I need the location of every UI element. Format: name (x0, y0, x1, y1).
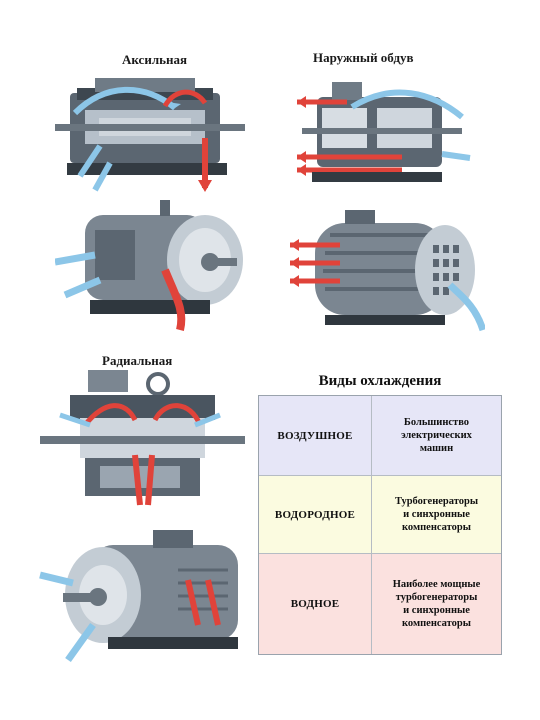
description-line: турбогенераторы (395, 592, 478, 603)
description-line: Большинство (403, 417, 470, 428)
radial-motor-section (40, 370, 245, 506)
cooling-type-name: ВОДНОЕ (259, 554, 372, 654)
radial-cooling-label: Радиальная (102, 353, 173, 368)
external-blowing-motor-exterior (290, 210, 485, 332)
cooling-row-air: ВОЗДУШНОЕ Большинство электрических маши… (259, 396, 501, 476)
axial-motor-section (55, 78, 245, 192)
cooling-type-description: Большинство электрических машин (372, 396, 501, 475)
cooling-row-hydrogen: ВОДОРОДНОЕ Турбогенераторы и синхронные … (259, 476, 501, 554)
description-line: Наиболее мощные (392, 579, 481, 590)
cooling-types-table: ВОЗДУШНОЕ Большинство электрических маши… (258, 395, 502, 655)
cooling-type-name: ВОДОРОДНОЕ (259, 476, 372, 553)
cooling-type-name: ВОЗДУШНОЕ (259, 396, 372, 475)
description-line: Турбогенераторы (394, 496, 479, 507)
axial-motor-exterior (55, 200, 243, 331)
external-blowing-motor-section (297, 82, 471, 182)
cooling-types-title: Виды охлаждения (318, 373, 442, 389)
description-line: компенсаторы (402, 522, 471, 533)
cooling-row-water: ВОДНОЕ Наиболее мощные турбогенераторы и… (259, 554, 501, 654)
description-line: и синхронные (403, 509, 470, 520)
cooling-type-description: Турбогенераторы и синхронные компенсатор… (372, 476, 501, 553)
axial-cooling-label: Аксильная (122, 52, 188, 67)
cooling-type-description: Наиболее мощные турбогенераторы и синхро… (372, 554, 501, 654)
description-line: машин (419, 443, 454, 454)
description-line: электрических (401, 430, 472, 441)
radial-motor-exterior (39, 530, 238, 663)
description-line: и синхронные (403, 605, 470, 616)
description-line: компенсаторы (402, 618, 471, 629)
external-blowing-label: Наружный обдув (313, 50, 414, 65)
